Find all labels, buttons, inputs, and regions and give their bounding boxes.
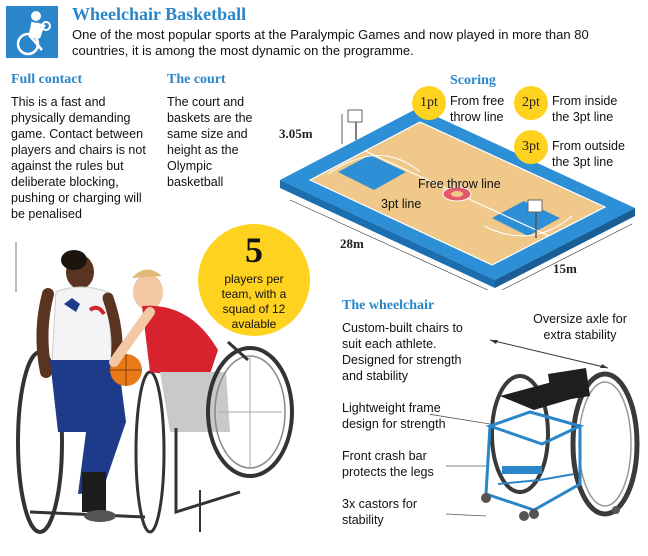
wheelchair-text: Custom-built chairs to suit each athlete… (342, 321, 463, 383)
one-point-text: From free throw line (450, 94, 505, 124)
court-text: The court and baskets are the same size … (167, 95, 253, 189)
two-point-text: From inside the 3pt line (552, 94, 618, 124)
wheelchair-heading: The wheelchair (342, 298, 435, 313)
intro-text: One of the most popular sports at the Pa… (72, 27, 589, 58)
frame-callout: Lightweight frame design for strength (342, 401, 446, 431)
players-illustration (15, 242, 294, 534)
court-heading: The court (167, 72, 226, 87)
court-length-label: 28m (340, 236, 364, 251)
wheelchair-basketball-player-icon (6, 6, 58, 58)
full-contact-heading: Full contact (11, 72, 83, 87)
crash-bar-callout: Front crash bar protects the legs (342, 449, 434, 479)
scoring-heading: Scoring (450, 73, 496, 88)
three-point-text: From outside the 3pt line (552, 139, 625, 169)
players-number: 5 (245, 230, 263, 270)
three-point-badge: 3pt (514, 130, 548, 164)
players-text: players per team, with a squad of 12 ava… (221, 272, 287, 331)
free-throw-line-label: Free throw line (418, 177, 501, 191)
court-illustration (280, 108, 635, 290)
axle-callout: Oversize axle for extra stability (533, 312, 627, 342)
one-point-badge: 1pt (412, 86, 446, 120)
court-width-label: 15m (553, 261, 577, 276)
wheelchair-illustration (430, 339, 640, 521)
castors-callout: 3x castors for stability (342, 497, 418, 527)
court-height-label: 3.05m (279, 126, 313, 141)
page-title: Wheelchair Basketball (72, 4, 247, 24)
full-contact-text: This is a fast and physically demanding … (11, 95, 146, 221)
three-point-line-label: 3pt line (381, 197, 422, 211)
two-point-badge: 2pt (514, 86, 548, 120)
players-per-team-circle: 5 players per team, with a squad of 12 a… (198, 224, 310, 336)
